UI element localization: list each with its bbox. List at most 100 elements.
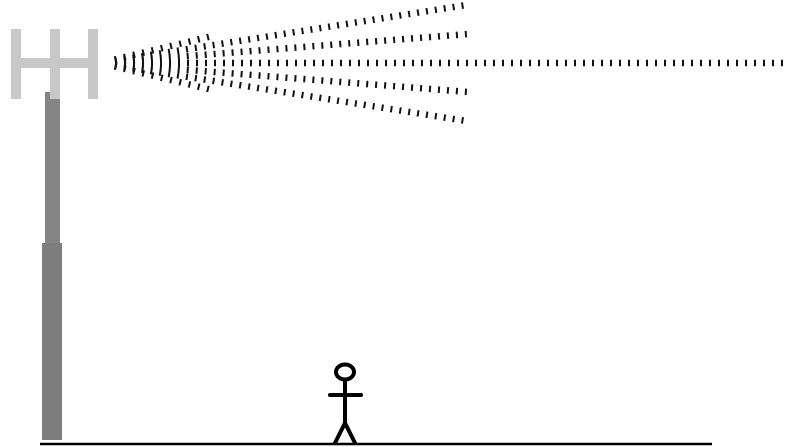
beam-dash: [457, 88, 458, 94]
beam-dash: [382, 15, 383, 21]
beam-dash: [382, 105, 383, 111]
beam-dash: [151, 68, 152, 74]
beam-dash: [338, 97, 339, 103]
beam-dash: [266, 33, 267, 39]
beam-dash: [249, 36, 250, 42]
beam-dash: [250, 48, 251, 54]
beam-dash: [186, 74, 187, 80]
beam-dash: [373, 16, 374, 22]
beam-dash: [161, 45, 163, 51]
beam-dash: [340, 79, 341, 85]
beam-dash: [161, 75, 163, 81]
beam-dash: [338, 22, 339, 28]
beam-dash: [462, 117, 463, 123]
beam-dash: [367, 39, 368, 45]
beam-dash: [322, 77, 323, 83]
mast-upper-section: [45, 92, 60, 247]
beam-dash: [430, 86, 431, 92]
beam-dash: [373, 103, 374, 109]
beam-dash: [403, 36, 404, 42]
beam-dash: [340, 41, 341, 47]
beam-dash: [179, 41, 181, 47]
beam-dash: [231, 81, 232, 87]
beam-dash: [170, 43, 172, 49]
beam-dash: [266, 86, 267, 92]
beam-dash: [179, 79, 181, 85]
beam-dash: [349, 40, 350, 46]
beam-dash: [376, 38, 377, 44]
beam-dash: [214, 69, 215, 75]
beam-dash: [179, 54, 180, 60]
beam-dash: [189, 81, 191, 87]
beam-dash: [195, 75, 196, 81]
beam-dash: [466, 31, 467, 37]
beam-dash: [250, 72, 251, 78]
beam-dash: [385, 37, 386, 43]
person-left-leg: [335, 423, 345, 443]
beam-dash: [268, 47, 269, 53]
beam-dash: [320, 95, 321, 101]
beam-dash: [198, 84, 200, 90]
beam-dash: [302, 28, 303, 34]
beam-dash: [409, 11, 410, 17]
beam-dash: [385, 82, 386, 88]
beam-dash: [391, 106, 392, 112]
beam-dash: [329, 96, 330, 102]
beam-dash: [240, 38, 241, 44]
beam-dash: [331, 42, 332, 48]
beam-dash: [331, 78, 332, 84]
beam-dash: [444, 5, 445, 11]
beam-dash: [214, 51, 215, 57]
beam-dash: [231, 39, 232, 45]
beam-dash: [259, 72, 260, 78]
beam-dash: [160, 69, 161, 75]
beam-dash: [466, 89, 467, 95]
beam-dash: [320, 25, 321, 31]
beam-dash: [196, 52, 197, 58]
antenna-mast: [42, 92, 62, 440]
beam-dash: [358, 39, 359, 45]
beam-dash: [426, 8, 427, 14]
beam-dash: [223, 50, 224, 56]
beam-dash: [400, 12, 401, 18]
beam-dash: [195, 45, 196, 51]
beam-dash: [444, 114, 445, 120]
beam-dash: [346, 21, 347, 27]
beam-dash: [187, 53, 188, 59]
beam-dash: [170, 77, 172, 83]
beam-dash: [268, 73, 269, 79]
beam-dash: [304, 44, 305, 50]
beam-dash: [275, 32, 276, 38]
beam-dash: [277, 74, 278, 80]
beam-dash: [346, 99, 347, 105]
beam-dash: [232, 70, 233, 76]
beam-dash: [222, 40, 223, 46]
beam-dash: [302, 92, 303, 98]
beam-dash: [295, 75, 296, 81]
beam-dash: [213, 42, 214, 48]
beam-dash: [376, 81, 377, 87]
beam-dash: [457, 32, 458, 38]
beam-dash: [295, 44, 296, 50]
beam-dash: [435, 7, 436, 13]
beam-dash: [367, 81, 368, 87]
beam-dash: [186, 46, 187, 52]
beam-dash: [277, 46, 278, 52]
beam-dash: [205, 68, 206, 74]
beam-dash: [412, 84, 413, 90]
person-right-leg: [345, 423, 355, 443]
beam-dash: [222, 79, 223, 85]
signal-beam: [115, 2, 782, 123]
beam-dash: [453, 4, 454, 10]
beam-dash: [430, 34, 431, 40]
beam-dash: [232, 49, 233, 55]
beam-dash: [364, 102, 365, 108]
beam-dash: [448, 87, 449, 93]
beam-dash: [205, 51, 206, 57]
beam-dash: [412, 35, 413, 41]
person-head: [336, 365, 354, 380]
beam-dash: [426, 112, 427, 118]
beam-dash: [462, 2, 463, 8]
beam-dash: [178, 72, 179, 78]
